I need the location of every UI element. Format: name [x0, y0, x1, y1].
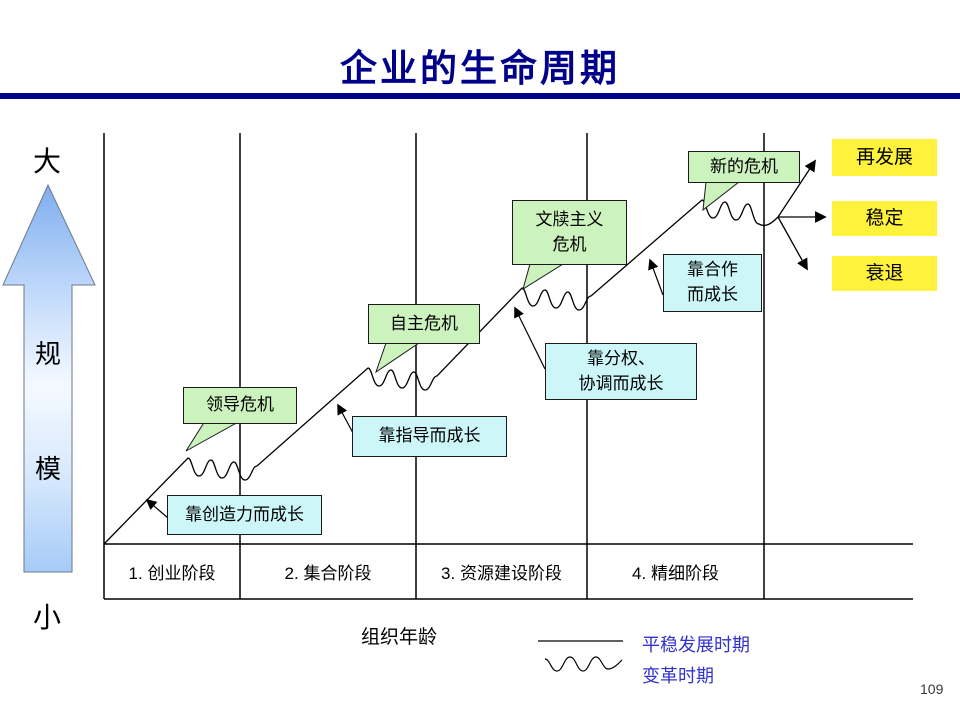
arrow-to-decline	[777, 216, 808, 271]
delegation-pointer-arrow	[514, 306, 546, 370]
growth-box-collaboration-line1: 靠合作	[687, 260, 738, 280]
crisis-callout-autonomy: 自主危机	[368, 304, 480, 344]
growth-box-creativity: 靠创造力而成长	[167, 495, 322, 535]
growth-box-delegation-line1: 靠分权、	[587, 348, 655, 368]
page-number: 109	[920, 681, 944, 697]
growth-box-collaboration-line2: 而成长	[687, 285, 738, 304]
page-title: 企业的生命周期	[340, 48, 620, 89]
size-axis-arrow	[2, 183, 96, 573]
stage-cell-2: 2. 集合阶段	[284, 564, 372, 583]
crisis-callout-bureaucracy: 文牍主义 危机	[512, 200, 627, 265]
outcome-box-redevelopment-label: 再发展	[855, 146, 913, 168]
leadership-callout-tail	[185, 420, 242, 452]
growth-curve	[103, 199, 779, 545]
legend-wavy-line	[544, 656, 623, 672]
crisis-callout-leadership: 领导危机	[183, 387, 297, 424]
growth-box-delegation: 靠分权、 协调而成长	[545, 343, 697, 400]
creativity-pointer-arrow	[145, 498, 169, 519]
y-axis-scale-char-2: 模	[35, 454, 62, 484]
y-axis-min-label: 小	[33, 602, 62, 633]
crisis-callout-bureaucracy-line2: 危机	[552, 234, 587, 254]
outcome-box-decline: 衰退	[832, 256, 937, 291]
growth-box-collaboration: 靠合作 而成长	[663, 254, 762, 312]
growth-box-delegation-line2: 协调而成长	[578, 373, 664, 393]
legend-change-period-label: 变革时期	[642, 666, 714, 686]
growth-box-direction: 靠指导而成长	[352, 416, 507, 457]
legend-smooth-period-label: 平稳发展时期	[642, 635, 750, 655]
crisis-callout-leadership-label: 领导危机	[206, 395, 274, 415]
y-axis-max-label: 大	[33, 146, 62, 177]
stage-divider-lines	[239, 133, 765, 599]
crisis-callout-autonomy-label: 自主危机	[390, 313, 458, 333]
y-axis-scale-char-1: 规	[35, 339, 62, 369]
x-axis-label: 组织年龄	[361, 627, 438, 648]
title-divider-rule	[0, 93, 960, 99]
outcome-box-decline-label: 衰退	[865, 262, 904, 284]
outcome-box-stability-label: 稳定	[865, 207, 904, 229]
growth-box-creativity-label: 靠创造力而成长	[185, 504, 304, 524]
direction-pointer-arrow	[337, 403, 354, 434]
crisis-callout-new-crisis: 新的危机	[688, 151, 800, 183]
stage-cell-1: 1. 创业阶段	[128, 564, 216, 583]
bureaucracy-callout-tail	[522, 263, 565, 291]
arrow-to-redevelopment	[777, 159, 816, 218]
outcome-box-stability: 稳定	[832, 201, 937, 236]
outcome-box-redevelopment: 再发展	[832, 139, 937, 176]
growth-box-direction-label: 靠指导而成长	[378, 426, 481, 446]
stage-cell-3: 3. 资源建设阶段	[441, 564, 562, 583]
crisis-callout-new-crisis-label: 新的危机	[710, 156, 778, 176]
autonomy-callout-tail	[375, 342, 421, 374]
stage-cell-4: 4. 精细阶段	[632, 564, 719, 583]
collaboration-pointer-arrow	[648, 258, 664, 296]
crisis-callout-bureaucracy-line1: 文牍主义	[535, 209, 604, 229]
